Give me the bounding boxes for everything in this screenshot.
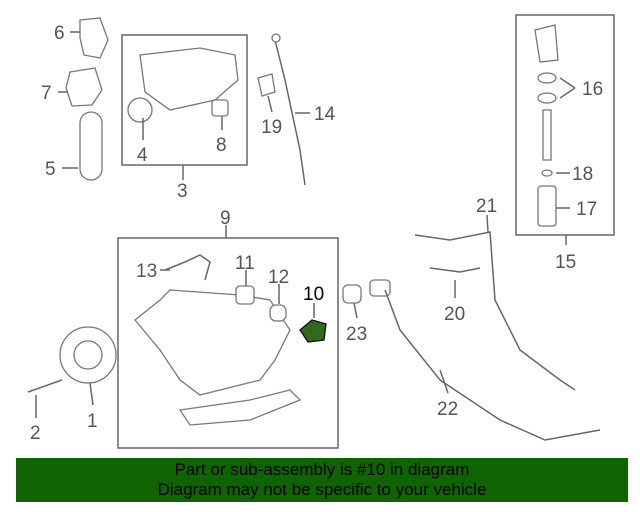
part-16-seal-a (537, 72, 557, 84)
part-oil-pump (139, 47, 239, 111)
callout-9[interactable]: 9 (220, 208, 231, 229)
part-oil-pan (134, 289, 291, 396)
part-baffle (178, 389, 302, 426)
part-5-chain (79, 111, 103, 181)
part-13-tube (164, 254, 211, 281)
part-22-harness (384, 289, 601, 441)
callout-20[interactable]: 20 (444, 304, 465, 325)
callout-11[interactable]: 11 (235, 253, 255, 274)
part-17-filter (537, 185, 557, 227)
part-4-sprocket (127, 97, 153, 123)
part-2-bolt (27, 379, 63, 393)
group-box-15 (515, 14, 615, 236)
part-6-bracket (79, 17, 109, 59)
callout-12[interactable]: 12 (268, 267, 289, 288)
filter-stem (542, 109, 552, 161)
callout-10-highlighted[interactable]: 10 (303, 284, 324, 305)
part-11-sensor (235, 285, 255, 305)
part-21-harness (414, 231, 576, 391)
part-16-seal-b (537, 92, 557, 104)
part-7-tensioner (65, 67, 103, 107)
callout-19[interactable]: 19 (261, 117, 282, 138)
callout-14[interactable]: 14 (314, 104, 336, 125)
callout-17[interactable]: 17 (576, 199, 597, 220)
part-23-grommet (342, 284, 362, 304)
callout-18[interactable]: 18 (572, 164, 593, 185)
part-10-highlighted (299, 319, 327, 343)
callout-22[interactable]: 22 (437, 399, 458, 420)
pulley-hub (73, 340, 103, 370)
callout-1[interactable]: 1 (87, 411, 98, 432)
banner-line-2: Diagram may not be specific to your vehi… (157, 480, 487, 499)
part-19-seal (257, 73, 276, 97)
callout-2[interactable]: 2 (30, 423, 41, 444)
callout-8[interactable]: 8 (216, 135, 227, 156)
part-14-dipstick (274, 39, 306, 186)
part-filter-housing (534, 24, 559, 63)
callout-7[interactable]: 7 (41, 83, 52, 104)
callout-13[interactable]: 13 (136, 261, 157, 282)
info-banner: Part or sub-assembly is #10 in diagram D… (16, 458, 628, 502)
callout-3[interactable]: 3 (177, 181, 188, 202)
callout-21[interactable]: 21 (476, 196, 497, 217)
callout-6[interactable]: 6 (54, 23, 65, 44)
callout-16[interactable]: 16 (582, 79, 603, 100)
part-18-oring (541, 169, 553, 177)
callout-15[interactable]: 15 (555, 252, 576, 273)
part-20-sensor (429, 267, 481, 273)
callout-23[interactable]: 23 (346, 324, 367, 345)
callout-5[interactable]: 5 (45, 159, 56, 180)
part-12-plug (269, 304, 287, 322)
dipstick-handle (271, 33, 281, 43)
callout-4[interactable]: 4 (137, 145, 148, 166)
part-8-bolt (211, 99, 229, 117)
banner-line-1: Part or sub-assembly is #10 in diagram (174, 460, 470, 479)
